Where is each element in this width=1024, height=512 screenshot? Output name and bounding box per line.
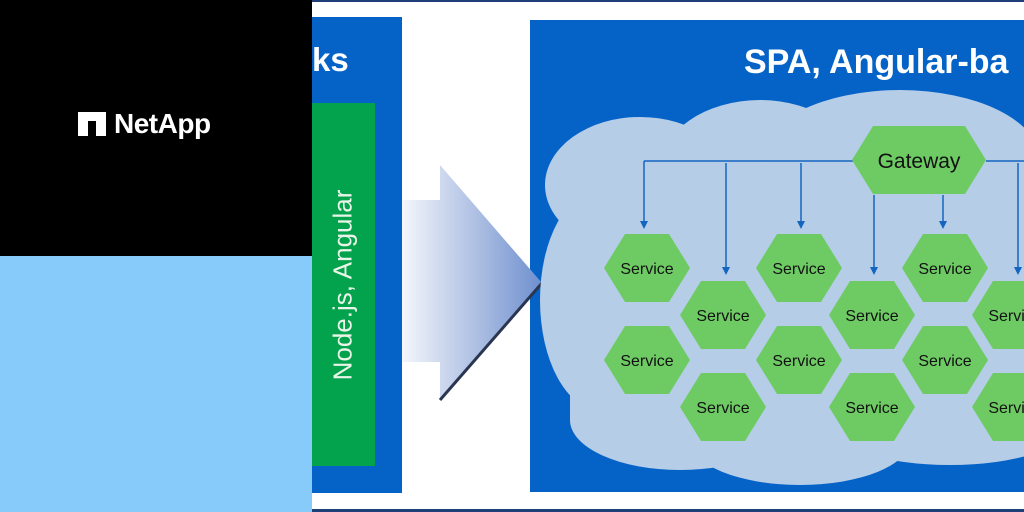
- service-hexagon: [829, 373, 915, 441]
- connector-lines: [643, 160, 1024, 268]
- brand-panel: [0, 0, 312, 256]
- service-label: Service: [620, 353, 673, 370]
- service-node: Service: [756, 234, 842, 302]
- service-node: Service: [972, 281, 1024, 349]
- service-node: Service: [902, 234, 988, 302]
- service-hexagon: [756, 326, 842, 394]
- stack-bar: [312, 103, 375, 466]
- service-label: Service: [845, 400, 898, 417]
- service-hexagon: [902, 234, 988, 302]
- service-node: Service: [680, 281, 766, 349]
- service-node: Service: [756, 326, 842, 394]
- netapp-logo-mark-icon: [78, 112, 106, 136]
- service-hexagon: [972, 281, 1024, 349]
- service-label: Service: [772, 261, 825, 278]
- gateway-node: Gateway: [852, 126, 986, 194]
- service-hexagon: [972, 373, 1024, 441]
- top-border: [312, 0, 1024, 2]
- service-label: Service: [988, 400, 1024, 417]
- service-label: Service: [845, 308, 898, 325]
- service-node: Service: [972, 373, 1024, 441]
- gateway-label: Gateway: [878, 150, 961, 173]
- service-label: Service: [620, 261, 673, 278]
- spa-panel-title: SPA, Angular-ba: [744, 43, 1009, 81]
- service-hexagon: [604, 234, 690, 302]
- service-hexagon: [680, 373, 766, 441]
- accent-panel: [0, 256, 312, 512]
- service-hexagon: [756, 234, 842, 302]
- service-node: Service: [680, 373, 766, 441]
- service-label: Service: [918, 261, 971, 278]
- arrow-right-icon: [402, 165, 542, 400]
- frameworks-panel-title: ks: [312, 41, 349, 78]
- bottom-border: [312, 509, 1024, 512]
- service-label: Service: [918, 353, 971, 370]
- arrowheads: [640, 221, 1022, 275]
- netapp-logo: NetApp: [78, 110, 211, 138]
- service-hexagon: [902, 326, 988, 394]
- service-label: Service: [696, 400, 749, 417]
- service-node: Service: [829, 281, 915, 349]
- service-hexagon: [604, 326, 690, 394]
- service-label: Service: [772, 353, 825, 370]
- service-node: Service: [604, 234, 690, 302]
- service-label: Service: [696, 308, 749, 325]
- service-node: Service: [604, 326, 690, 394]
- service-node: Service: [829, 373, 915, 441]
- service-label: Service: [988, 308, 1024, 325]
- service-hexagon: [680, 281, 766, 349]
- service-hexagon: [829, 281, 915, 349]
- service-nodes: ServiceServiceServiceServiceServiceServi…: [604, 234, 1024, 441]
- logo-text: NetApp: [114, 108, 211, 139]
- service-node: Service: [902, 326, 988, 394]
